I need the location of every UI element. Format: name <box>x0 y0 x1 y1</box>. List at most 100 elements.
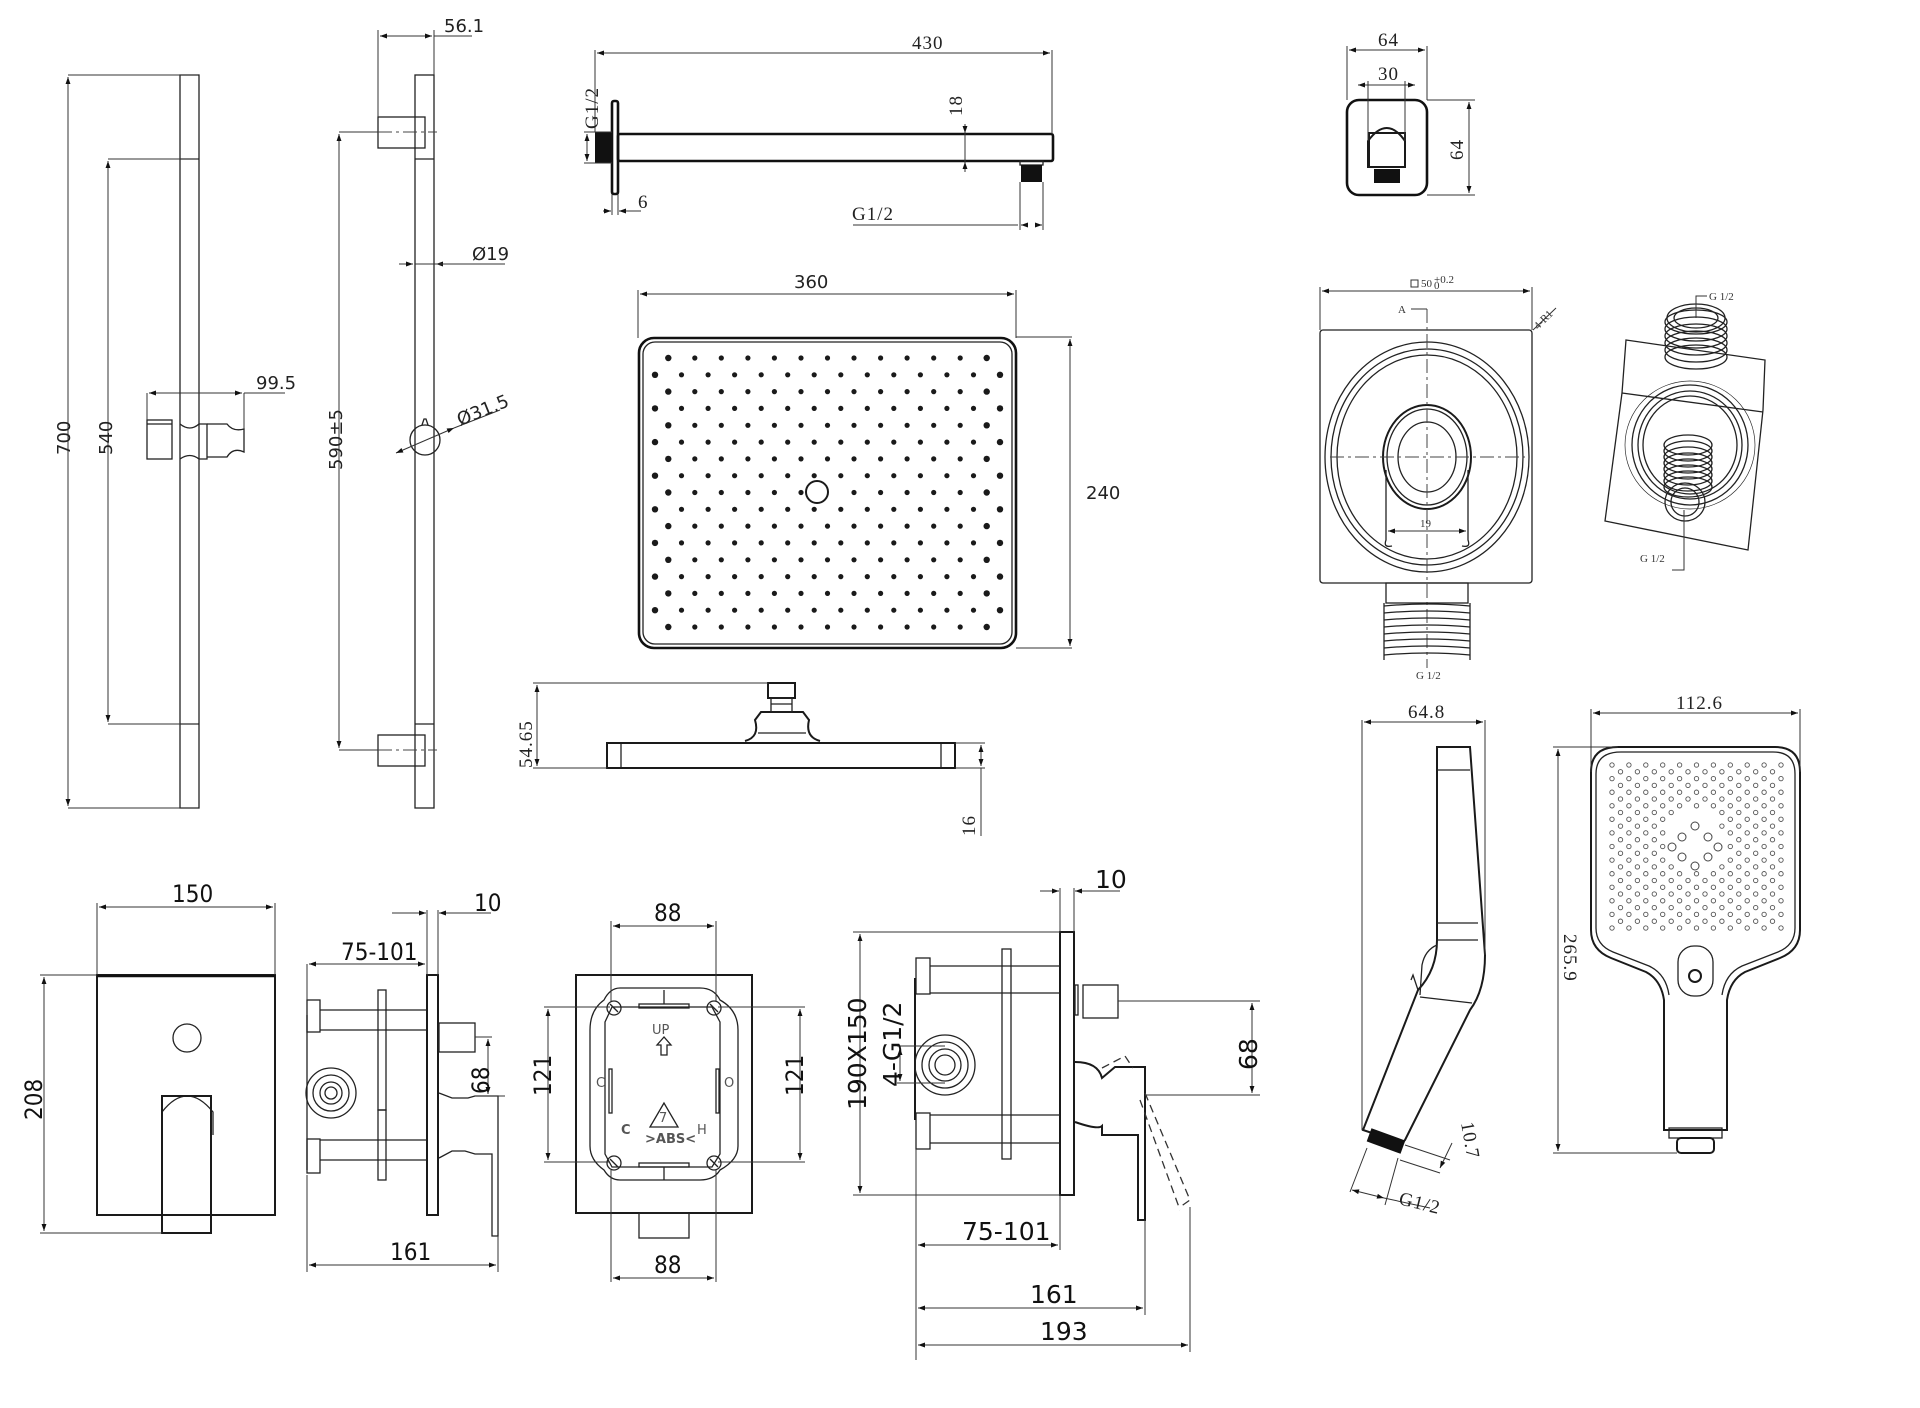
nozzle <box>771 523 778 529</box>
nozzle <box>970 506 977 512</box>
nozzle <box>904 523 910 529</box>
hand-nozzle <box>1778 857 1784 863</box>
nozzle <box>957 422 963 428</box>
hand-nozzle <box>1744 925 1750 931</box>
hand-nozzle <box>1660 843 1666 850</box>
nozzle <box>931 590 937 597</box>
hand-nozzle <box>1617 864 1624 870</box>
recycle-icon <box>648 1101 680 1128</box>
nozzle <box>931 422 937 428</box>
nozzle <box>824 590 831 597</box>
mixer-side-detail-view: 10 190X150 4-G1/2 68 75-101 161 193 <box>843 865 1263 1360</box>
hand-nozzle <box>1676 762 1683 768</box>
nozzle <box>692 489 698 496</box>
hand-nozzle-center <box>1690 821 1700 831</box>
hand-nozzle <box>1702 796 1708 802</box>
hand-nozzle <box>1736 809 1742 816</box>
nozzle <box>665 623 672 631</box>
nozzle <box>878 624 884 630</box>
hand-nozzle <box>1778 871 1784 877</box>
hand-nozzle <box>1609 884 1615 890</box>
nozzle <box>838 607 844 613</box>
hand-nozzle <box>1676 775 1683 782</box>
diverter-button <box>172 1023 202 1053</box>
nozzle <box>651 371 659 378</box>
hand-nozzle <box>1753 918 1759 924</box>
hand-nozzle <box>1643 762 1649 768</box>
slide-holder <box>146 419 245 460</box>
nozzle <box>785 506 791 512</box>
hand-nozzle <box>1744 830 1750 836</box>
hand-nozzle <box>1778 925 1784 931</box>
nozzle <box>864 506 870 512</box>
hand-nozzle <box>1719 823 1725 829</box>
hand-nozzle <box>1761 857 1767 863</box>
nozzle <box>785 574 791 580</box>
nozzle <box>957 557 963 563</box>
hand-nozzle <box>1710 911 1717 918</box>
nozzle <box>732 506 738 512</box>
nozzle <box>838 439 844 445</box>
hand-nozzle-center <box>1677 832 1687 842</box>
hand-nozzle <box>1736 891 1742 897</box>
hand-nozzle <box>1634 864 1641 870</box>
hand-nozzle <box>1710 871 1717 877</box>
hand-nozzle <box>1702 918 1708 924</box>
nozzle <box>931 456 937 462</box>
nozzle <box>811 540 817 546</box>
nozzle <box>970 405 977 411</box>
hand-nozzle <box>1702 782 1708 789</box>
nozzle <box>970 574 977 580</box>
nozzle <box>878 590 884 597</box>
nozzle <box>732 540 738 546</box>
hand-nozzle <box>1778 762 1784 768</box>
hand-nozzle <box>1769 918 1776 924</box>
wall-outlet-iso-view: G 1/2 G 1/2 <box>1604 291 1766 571</box>
hand-nozzle <box>1778 911 1784 918</box>
hand-nozzle <box>1693 803 1700 809</box>
dim-elbow-inner: 30 <box>1378 64 1399 85</box>
nozzle <box>996 371 1004 378</box>
hand-nozzle <box>1660 789 1666 795</box>
hand-nozzle <box>1626 830 1632 836</box>
nozzle <box>651 472 659 479</box>
hand-nozzle <box>1626 816 1632 822</box>
hand-nozzle <box>1744 816 1750 822</box>
nozzle <box>692 523 698 529</box>
hand-nozzle <box>1609 789 1615 795</box>
nozzle <box>824 624 831 630</box>
elbow-plate <box>1345 98 1429 197</box>
nozzle <box>692 590 698 597</box>
hand-nozzle <box>1651 891 1657 897</box>
hand-nozzle <box>1710 925 1717 931</box>
nozzle <box>732 439 738 445</box>
nozzle <box>931 489 937 496</box>
label-up: UP <box>652 1023 670 1038</box>
hand-nozzle-center <box>1690 861 1700 871</box>
hand-nozzle <box>1719 877 1725 884</box>
nozzle <box>678 506 685 512</box>
nozzle <box>957 624 963 630</box>
nozzle <box>864 439 870 445</box>
slide-rail-front-view: 700 540 99.5 <box>54 74 296 809</box>
nozzle <box>718 456 724 462</box>
dim-slider-reach: 99.5 <box>256 373 296 394</box>
nozzle <box>944 574 950 580</box>
dim-outlet-bore: 19 <box>1420 518 1432 530</box>
hand-nozzle <box>1693 925 1700 931</box>
nozzle <box>798 456 804 462</box>
nozzle <box>864 540 870 546</box>
nozzle <box>745 456 751 462</box>
nozzle <box>745 489 751 496</box>
hand-nozzle <box>1609 925 1615 931</box>
hand-nozzle <box>1769 891 1776 897</box>
nozzle <box>811 473 817 479</box>
dim-hand-thread-length: 10.7 <box>1456 1120 1483 1160</box>
nozzle <box>851 557 857 563</box>
hand-nozzle <box>1693 911 1700 918</box>
nozzle <box>944 372 950 378</box>
nozzle-grid <box>651 354 1004 631</box>
hand-nozzle <box>1617 782 1624 789</box>
hand-nozzle <box>1702 877 1708 884</box>
nozzle <box>758 607 764 613</box>
